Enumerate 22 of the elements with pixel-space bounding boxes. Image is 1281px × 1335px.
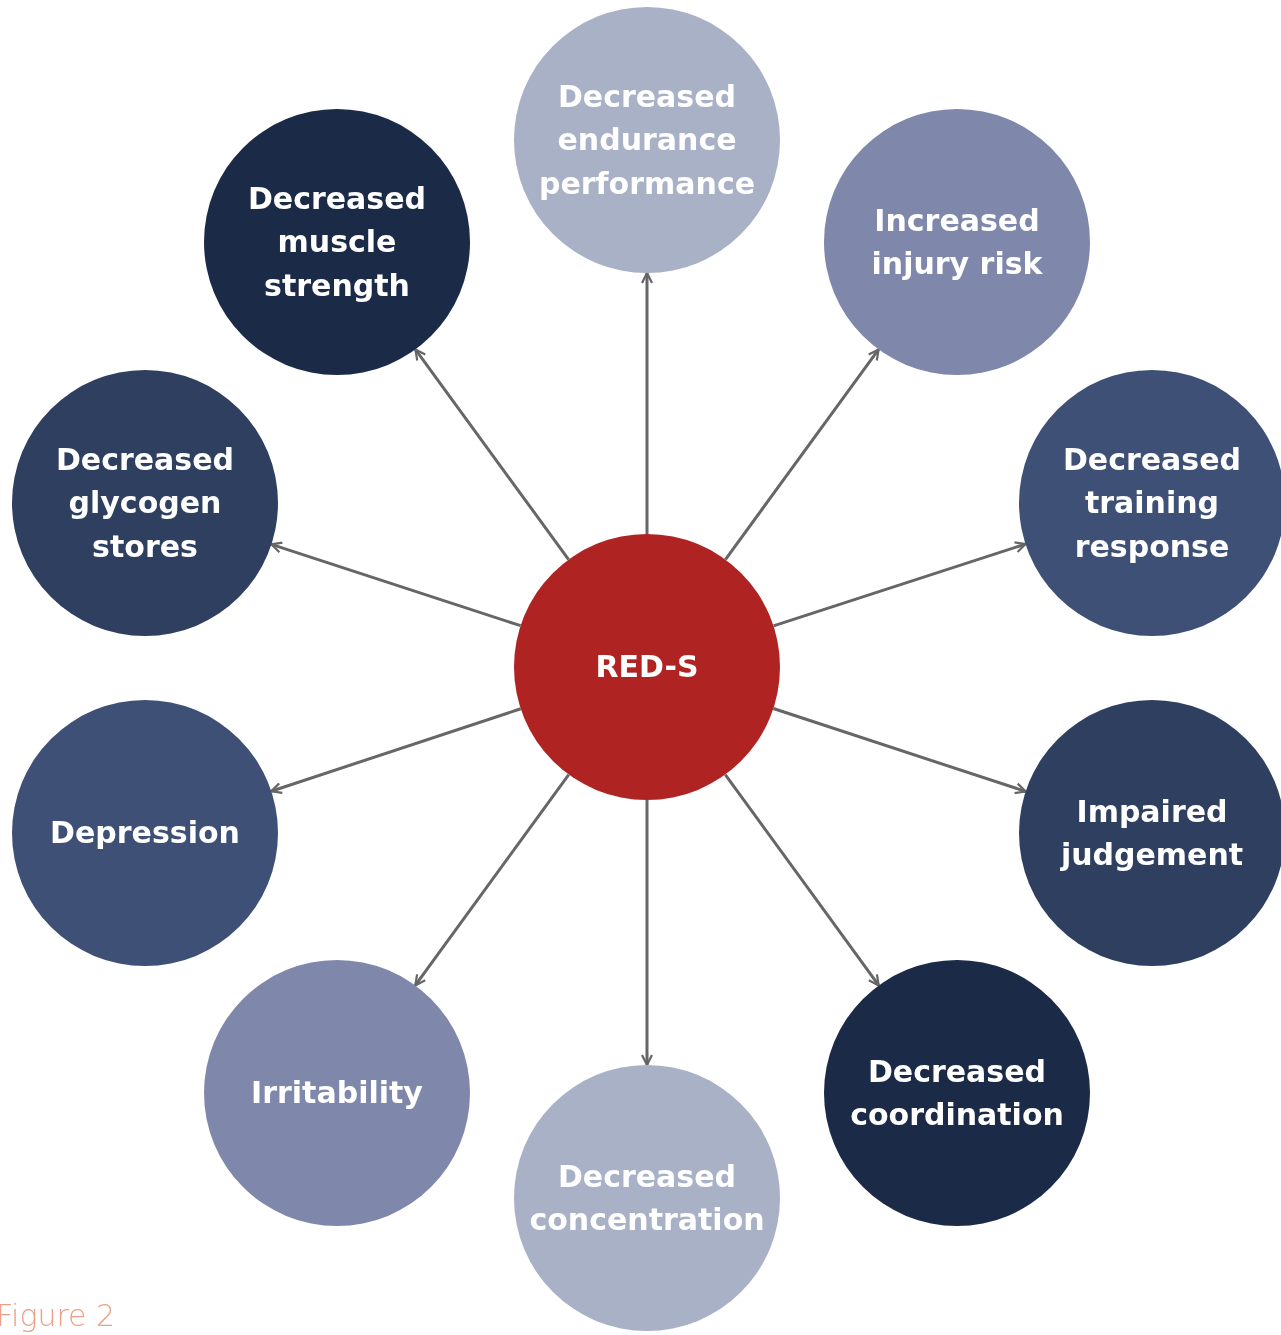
node-label: Increased injury risk (870, 201, 1044, 283)
arrow (640, 800, 654, 1067)
node-label: Decreased glycogen stores (54, 440, 236, 566)
caption: Figure 2 (0, 1298, 116, 1333)
node-label: Decreased coordination (849, 1052, 1065, 1134)
arrow (270, 541, 522, 628)
arrow (640, 271, 654, 534)
arrow (724, 348, 880, 561)
node-label: Decreased concentration (528, 1157, 766, 1239)
node-label: Impaired judgement (1059, 792, 1245, 874)
arrow (724, 773, 880, 987)
node-label: Decreased endurance performance (537, 77, 757, 203)
node-label: Decreased muscle strength (246, 179, 428, 305)
arrow (414, 773, 570, 987)
node-label: Decreased training response (1061, 440, 1243, 566)
node-label: Depression (50, 814, 240, 853)
arrow (414, 348, 570, 561)
arrow (270, 707, 522, 794)
node-label: Irritability (251, 1074, 423, 1113)
arrow (773, 541, 1027, 628)
arrow (772, 707, 1027, 795)
node-label: RED-S (595, 648, 699, 687)
